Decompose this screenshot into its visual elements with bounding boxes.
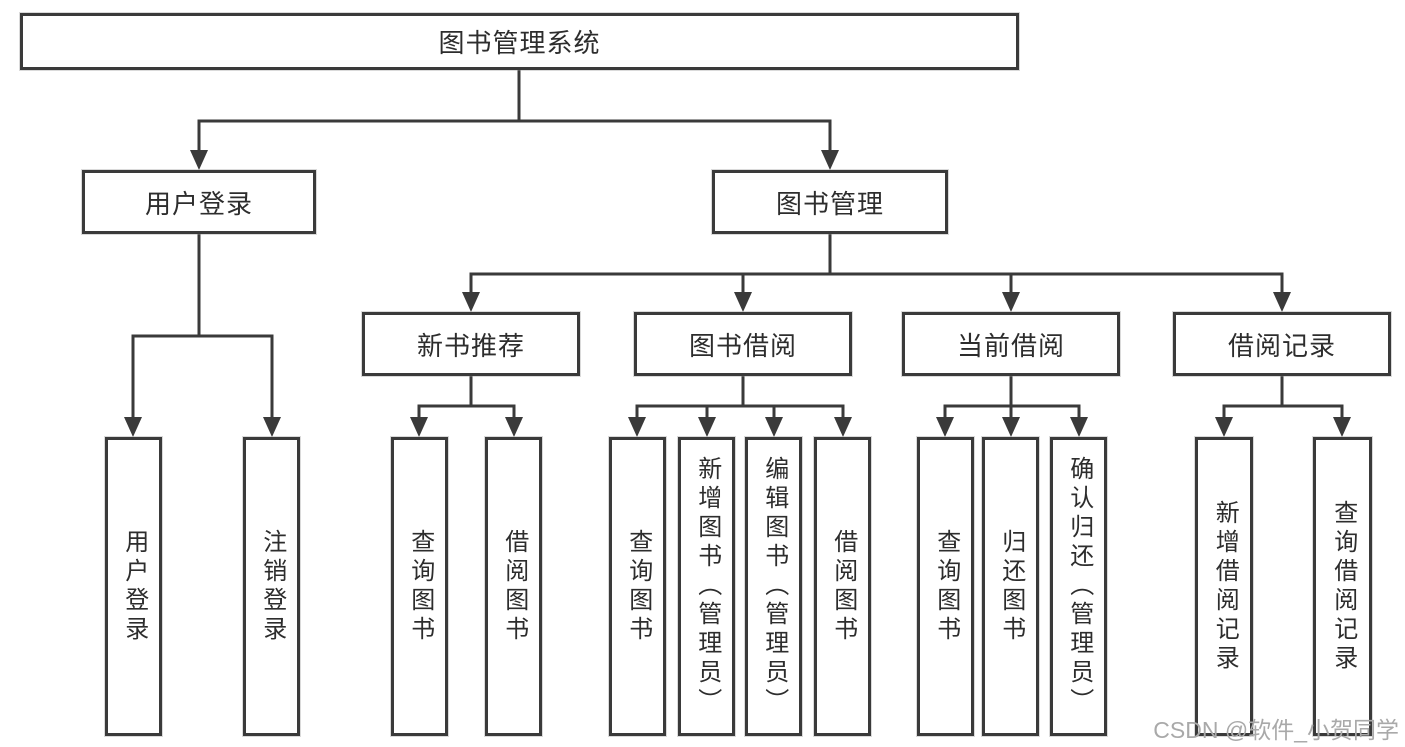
node-book-management-branch: 图书管理 (712, 170, 948, 234)
leaf-logout: 注销登录 (243, 437, 300, 736)
node-book-borrowing: 图书借阅 (634, 312, 852, 376)
node-label: 借阅记录 (1227, 330, 1336, 361)
leaf-label: 查询借阅记录 (1329, 499, 1357, 674)
leaf-label: 查询图书 (624, 528, 652, 645)
leaf-label: 确认归还（管理员） (1065, 456, 1093, 717)
leaf-query-borrow-record: 查询借阅记录 (1313, 437, 1372, 736)
leaf-add-books-admin: 新增图书（管理员） (678, 437, 735, 736)
leaf-user-login: 用户登录 (105, 437, 162, 736)
leaf-query-books-current: 查询图书 (917, 437, 974, 736)
leaf-label: 查询图书 (406, 528, 434, 645)
node-label: 图书管理系统 (438, 28, 601, 58)
leaf-confirm-return-admin: 确认归还（管理员） (1050, 437, 1107, 736)
node-library-management-system: 图书管理系统 (20, 13, 1019, 70)
leaf-add-borrow-record: 新增借阅记录 (1195, 437, 1253, 736)
arrowheads (124, 150, 1351, 437)
leaf-query-books-borrow: 查询图书 (609, 437, 666, 736)
node-current-borrowing: 当前借阅 (902, 312, 1120, 376)
node-label: 图书借阅 (688, 330, 797, 361)
node-label: 图书管理 (775, 188, 884, 219)
leaf-label: 注销登录 (258, 528, 286, 645)
leaf-label: 借阅图书 (829, 528, 857, 645)
leaf-label: 编辑图书（管理员） (760, 456, 788, 717)
node-label: 用户登录 (144, 188, 253, 219)
node-label: 新书推荐 (416, 330, 525, 361)
leaf-label: 新增借阅记录 (1211, 499, 1239, 674)
node-user-login-branch: 用户登录 (82, 170, 316, 234)
leaf-label: 用户登录 (120, 528, 148, 645)
leaf-edit-books-admin: 编辑图书（管理员） (745, 437, 802, 736)
node-new-book-recommendation: 新书推荐 (362, 312, 580, 376)
leaf-label: 新增图书（管理员） (693, 456, 721, 717)
leaf-label: 借阅图书 (500, 528, 528, 645)
csdn-watermark: CSDN @软件_小贺同学 (1153, 717, 1399, 743)
node-borrowing-records: 借阅记录 (1173, 312, 1391, 376)
leaf-label: 查询图书 (932, 528, 960, 645)
node-label: 当前借阅 (956, 330, 1065, 361)
leaf-query-books-recommend: 查询图书 (391, 437, 448, 736)
leaf-return-books: 归还图书 (982, 437, 1039, 736)
leaf-label: 归还图书 (997, 528, 1025, 645)
leaf-borrow-books-recommend: 借阅图书 (485, 437, 542, 736)
leaf-borrow-books: 借阅图书 (814, 437, 871, 736)
